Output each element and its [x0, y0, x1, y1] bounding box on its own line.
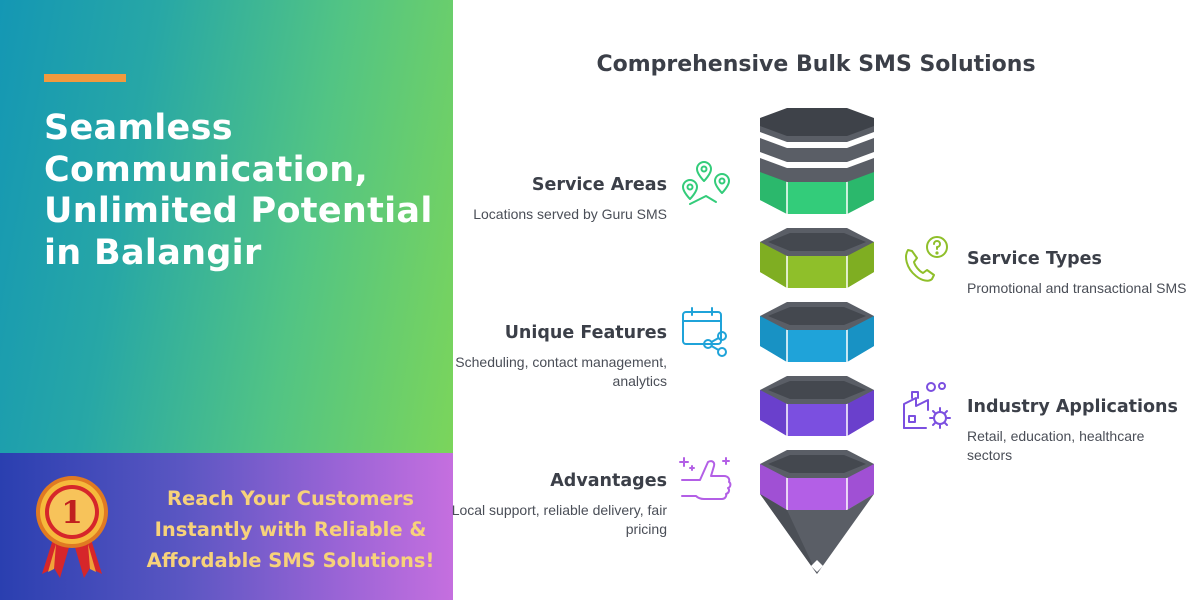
- item-service-types: Service Types Promotional and transactio…: [967, 249, 1187, 298]
- funnel-layer-5: [760, 450, 874, 574]
- item-industry-applications: Industry Applications Retail, education,…: [967, 397, 1187, 465]
- funnel-layer-4: [760, 376, 874, 436]
- funnel-layer-3: [760, 302, 874, 362]
- calendar-share-icon: [682, 307, 727, 357]
- item-service-areas: Service Areas Locations served by Guru S…: [447, 175, 667, 224]
- medal-icon: 1: [36, 476, 108, 578]
- item-advantages: Advantages Local support, reliable deliv…: [447, 471, 667, 539]
- item-description: Scheduling, contact management, analytic…: [455, 354, 667, 389]
- item-description: Promotional and transactional SMS: [967, 280, 1187, 296]
- tagline: Reach Your Customers Instantly with Reli…: [146, 487, 435, 572]
- funnel-layer-1: [760, 108, 874, 214]
- item-unique-features: Unique Features Scheduling, contact mana…: [447, 323, 667, 391]
- diagram-title: Comprehensive Bulk SMS Solutions: [596, 52, 1036, 77]
- svg-text:1: 1: [61, 495, 83, 531]
- item-title: Advantages: [550, 471, 667, 491]
- item-description: Locations served by Guru SMS: [473, 206, 667, 222]
- item-description: Local support, reliable delivery, fair p…: [451, 502, 667, 537]
- item-description: Retail, education, healthcare sectors: [967, 428, 1145, 463]
- headline: Seamless Communication, Unlimited Potent…: [44, 108, 433, 273]
- item-title: Unique Features: [504, 323, 667, 343]
- chat-phone-icon: [905, 236, 948, 282]
- funnel-layer-2: [760, 228, 874, 288]
- item-title: Service Types: [967, 249, 1102, 269]
- item-title: Industry Applications: [967, 397, 1178, 417]
- location-pins-icon: [682, 161, 730, 205]
- item-title: Service Areas: [531, 175, 667, 195]
- accent-bar: [44, 74, 126, 82]
- thumbs-up-icon: [679, 457, 732, 500]
- factory-gear-icon: [903, 382, 951, 429]
